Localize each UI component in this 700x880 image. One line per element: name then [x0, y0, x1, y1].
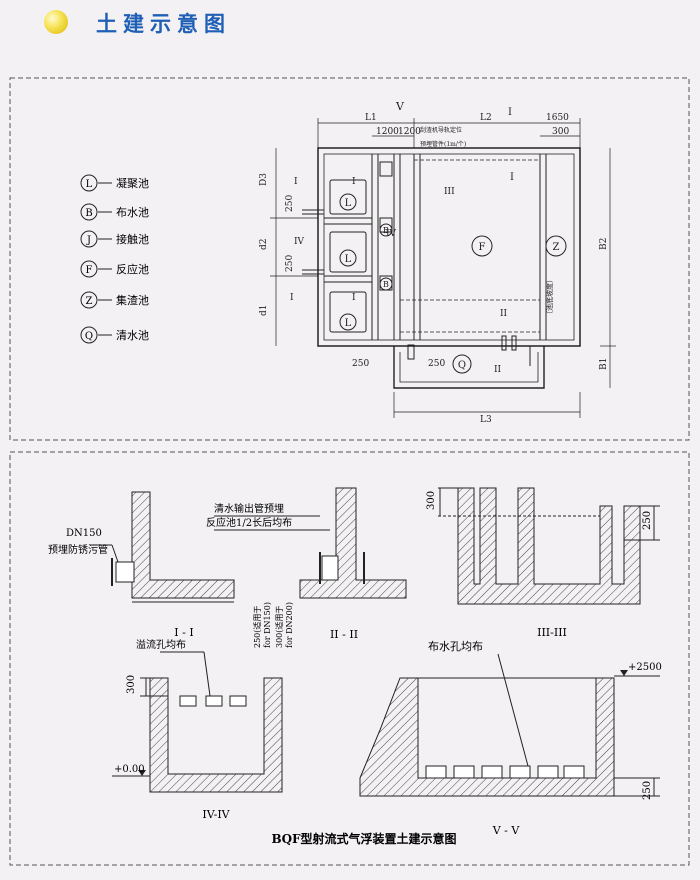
svg-text:I: I — [508, 107, 512, 118]
svg-text:清水池: 清水池 — [116, 329, 149, 342]
svg-text:I - I: I - I — [174, 626, 193, 639]
legend-item: F 反应池 — [80, 260, 149, 278]
svg-text:B: B — [383, 226, 389, 235]
page-title: 土建示意图 — [96, 12, 231, 36]
svg-text:Z: Z — [86, 296, 93, 307]
svg-text:刮渣机导轨定位: 刮渣机导轨定位 — [420, 126, 462, 134]
svg-text:Q: Q — [85, 331, 93, 342]
legend-item: B 布水池 — [80, 203, 149, 221]
svg-text:for DN200): for DN200) — [285, 602, 294, 648]
svg-text:300: 300 — [426, 491, 437, 510]
svg-text:250: 250 — [428, 359, 445, 369]
svg-text:布水池: 布水池 — [116, 206, 149, 219]
svg-text:V: V — [395, 100, 405, 113]
svg-text:Q: Q — [458, 360, 466, 371]
legend-item: Q 清水池 — [80, 326, 149, 344]
svg-text:1200: 1200 — [398, 127, 421, 137]
svg-text:I: I — [352, 293, 356, 303]
svg-text:300(适用于: 300(适用于 — [274, 606, 284, 648]
yellow-circle-icon — [44, 10, 68, 34]
svg-text:布水孔均布: 布水孔均布 — [428, 640, 483, 653]
svg-text:250(适用于: 250(适用于 — [252, 606, 262, 648]
svg-text:L: L — [345, 254, 352, 265]
svg-text:III-III: III-III — [537, 626, 567, 639]
svg-text:L2: L2 — [480, 113, 492, 123]
svg-text:I: I — [294, 177, 298, 187]
svg-text:IV: IV — [294, 237, 305, 247]
svg-text:300: 300 — [126, 675, 137, 694]
plan-drawing — [302, 147, 581, 389]
section-4: 300 溢流孔均布 +0.00 IV-IV — [112, 638, 283, 821]
svg-text:d1: d1 — [259, 305, 269, 317]
svg-text:预埋管件(1m/个): 预埋管件(1m/个) — [420, 140, 466, 148]
svg-text:L: L — [86, 179, 93, 190]
svg-text:250: 250 — [285, 195, 295, 212]
svg-text:F: F — [86, 265, 93, 276]
svg-text:（池底坡度）: （池底坡度） — [545, 276, 554, 318]
svg-text:I: I — [352, 177, 356, 187]
section-1: DN150 预埋防锈污管 I - I — [48, 491, 235, 639]
svg-text:F: F — [479, 242, 486, 253]
plan-panel: L 凝聚池 B 布水池 J 接触池 F 反应池 — [9, 77, 690, 441]
pool-markers: L L L B B F Z Q — [339, 193, 567, 374]
plan-labels: L1 L2 1200 1200 1650 300 D3 d2 d1 250 25… — [259, 100, 609, 425]
svg-text:接触池: 接触池 — [116, 232, 149, 246]
svg-text:III: III — [444, 187, 455, 197]
svg-text:300: 300 — [552, 127, 569, 137]
svg-text:L: L — [345, 198, 352, 209]
legend-item: J 接触池 — [80, 230, 149, 248]
svg-text:250: 250 — [352, 359, 369, 369]
section-2: 清水输出管预埋 反应池1/2长后均布 250(适用于 for DN150) 30… — [206, 487, 407, 648]
svg-text:L: L — [345, 318, 352, 329]
svg-text:+2500: +2500 — [628, 662, 662, 673]
footer-caption: BQF型射流式气浮装置土建示意图 — [271, 831, 456, 846]
svg-text:Z: Z — [553, 242, 560, 253]
svg-text:I: I — [290, 293, 294, 303]
svg-text:B2: B2 — [599, 238, 609, 250]
section-3: 300 250 III-III — [426, 487, 660, 639]
svg-text:IV-IV: IV-IV — [202, 808, 230, 821]
svg-text:for DN150): for DN150) — [263, 602, 272, 648]
svg-text:II: II — [500, 309, 508, 319]
legend: L 凝聚池 B 布水池 J 接触池 F 反应池 — [80, 174, 149, 344]
svg-text:II: II — [494, 365, 502, 375]
svg-text:250: 250 — [285, 255, 295, 272]
section-5: 布水孔均布 +2500 250 V - V — [359, 640, 662, 837]
svg-text:凝聚池: 凝聚池 — [116, 176, 149, 190]
svg-text:B: B — [85, 208, 92, 219]
plan-dimensions — [270, 118, 616, 418]
svg-text:集渣池: 集渣池 — [116, 293, 149, 307]
svg-text:250: 250 — [642, 511, 653, 530]
svg-text:I: I — [510, 172, 514, 183]
svg-text:J: J — [86, 235, 91, 246]
svg-text:预埋防锈污管: 预埋防锈污管 — [48, 543, 108, 556]
svg-text:溢流孔均布: 溢流孔均布 — [136, 638, 186, 651]
svg-text:V - V: V - V — [492, 824, 521, 837]
header: 土建示意图 — [0, 0, 700, 48]
svg-text:B1: B1 — [599, 358, 609, 370]
sections-panel: DN150 预埋防锈污管 I - I 清水输出管预埋 反应池1/2长后均布 25… — [9, 451, 690, 866]
svg-text:250: 250 — [642, 781, 653, 800]
svg-text:IV: IV — [386, 229, 397, 239]
svg-text:d2: d2 — [259, 239, 269, 251]
svg-text:L1: L1 — [365, 113, 377, 123]
svg-text:DN150: DN150 — [66, 528, 102, 539]
legend-item: L 凝聚池 — [80, 174, 149, 192]
svg-text:1650: 1650 — [546, 113, 569, 123]
svg-text:D3: D3 — [259, 173, 269, 186]
svg-text:反应池: 反应池 — [116, 262, 149, 276]
svg-text:L3: L3 — [480, 415, 492, 425]
svg-text:清水输出管预埋: 清水输出管预埋 — [214, 502, 284, 515]
svg-text:1200: 1200 — [376, 127, 399, 137]
svg-text:反应池1/2长后均布: 反应池1/2长后均布 — [206, 516, 292, 529]
svg-text:+0.00: +0.00 — [114, 764, 145, 775]
legend-item: Z 集渣池 — [80, 291, 149, 309]
svg-text:B: B — [383, 280, 389, 289]
svg-text:II - II: II - II — [330, 628, 358, 641]
